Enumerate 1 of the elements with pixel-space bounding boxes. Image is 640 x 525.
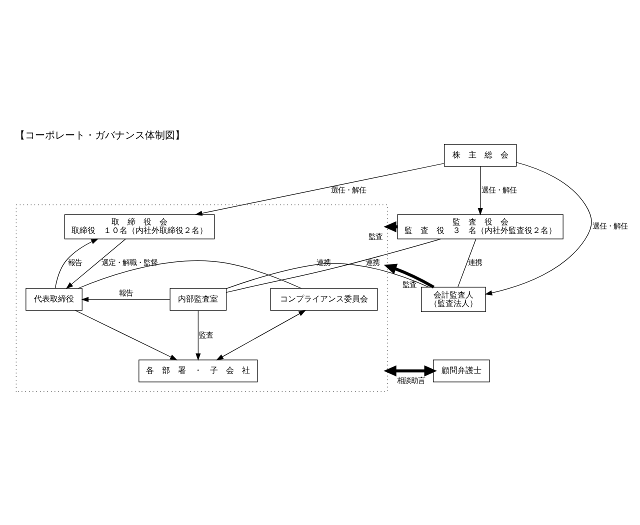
diagram-title: 【コーポレート・ガバナンス体制図】	[15, 130, 186, 142]
